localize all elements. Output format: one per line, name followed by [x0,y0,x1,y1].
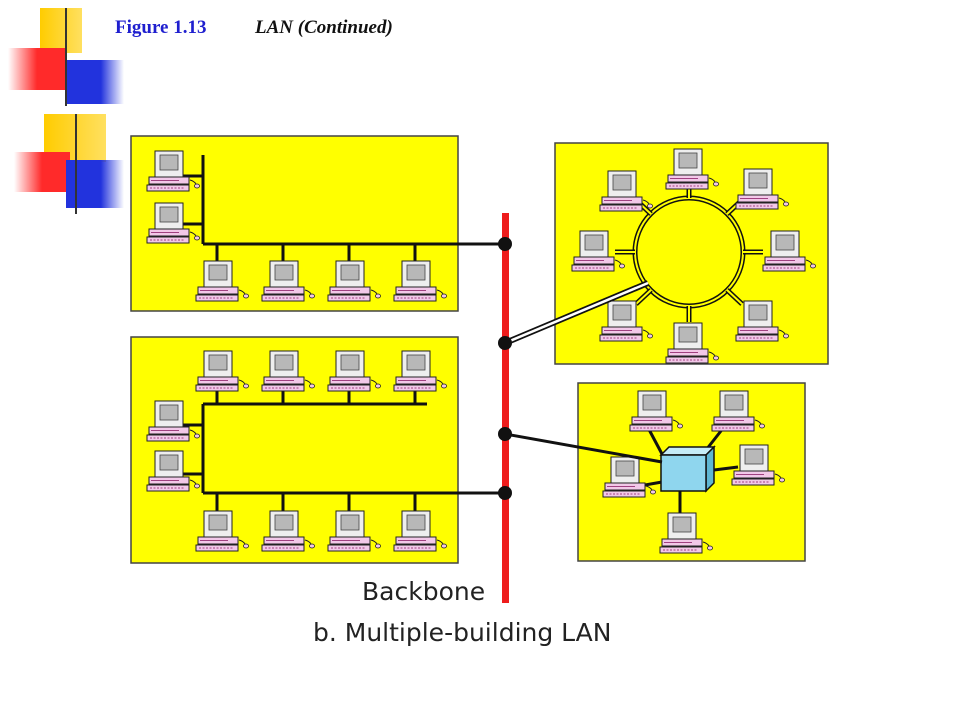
backbone-label: Backbone [362,577,486,606]
diagram-caption: b. Multiple-building LAN [313,618,612,647]
backbone-junction [498,427,512,441]
switch-hub [659,445,716,493]
backbone-junction [498,237,512,251]
ring-to-backbone-link [503,280,650,346]
figure-title: LAN (Continued) [255,17,393,38]
figure-number: Figure 1.13 [115,17,207,38]
building-bus-bottom [130,336,505,564]
star-to-backbone-link [504,432,663,464]
building-bus-top [130,135,505,312]
building-star [577,382,806,562]
backbone-line [502,213,509,603]
backbone-junction [498,486,512,500]
building-ring [554,142,829,365]
backbone-junction [498,336,512,350]
